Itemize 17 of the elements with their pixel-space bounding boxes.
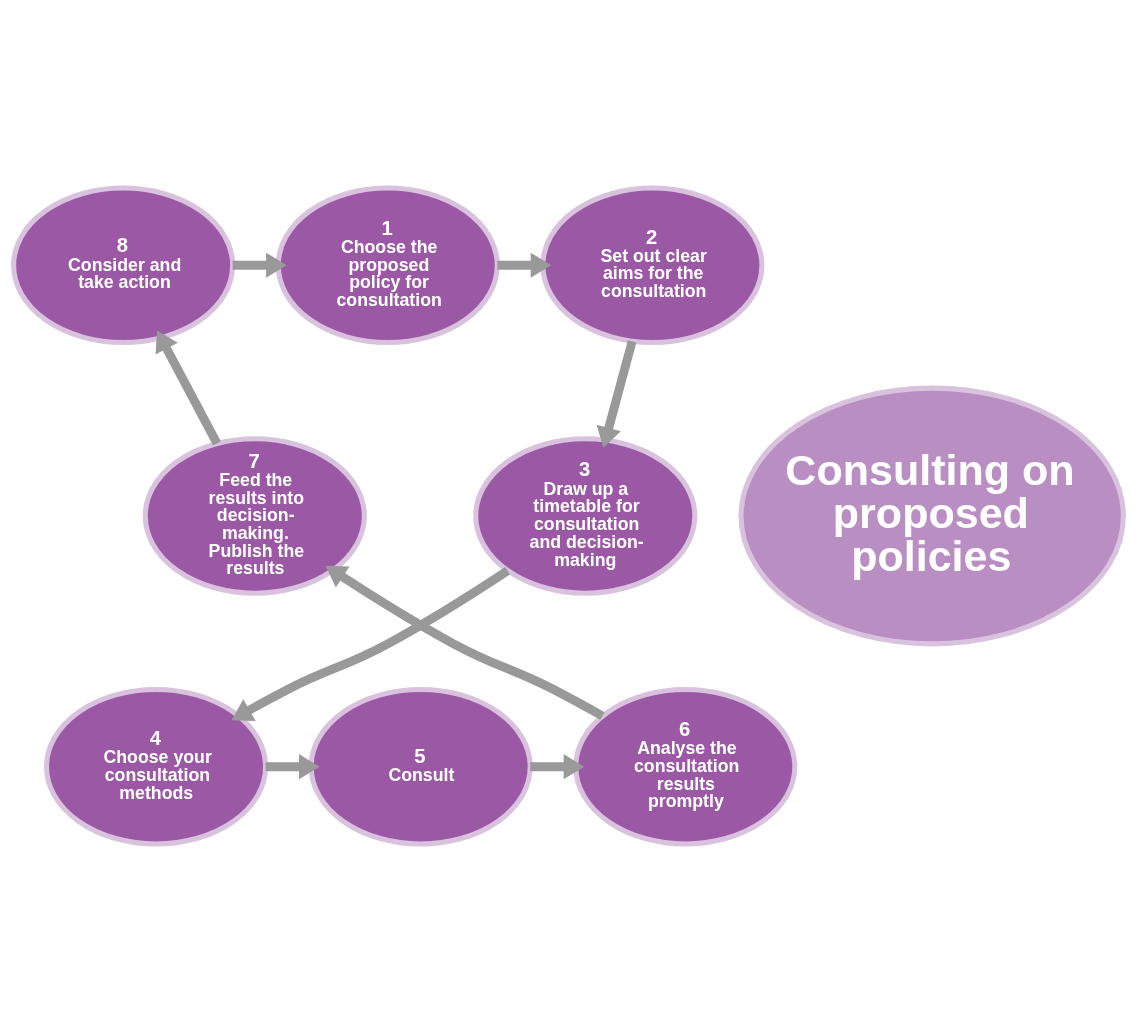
arrow [596, 340, 637, 448]
arrow [155, 330, 221, 446]
node-ellipse: 1 Choose the proposed policy for consultation [275, 185, 500, 346]
node-ellipse: 2 Set out clear aims for the consultation [540, 185, 765, 346]
node-ellipse: 7 Feed the results into decision-making. Publish the results [142, 436, 367, 596]
node-ellipse: 4 Choose your consultation methods [44, 686, 269, 847]
node-ellipse: 5 Consult [308, 686, 533, 847]
arrow [497, 252, 552, 278]
node-ellipse: 3 Draw up a timetable for consultation and decision-making [473, 436, 698, 596]
arrow [265, 754, 320, 780]
node-ellipse: Consulting on proposed policies [738, 385, 1126, 647]
arrow [231, 567, 510, 722]
node-ellipse: 6 Analyse the consultation results promptly [573, 686, 798, 847]
arrow [325, 565, 605, 720]
arrow [232, 252, 287, 278]
node-ellipse: 8 Consider and take action [11, 185, 236, 346]
arrow [530, 754, 585, 780]
